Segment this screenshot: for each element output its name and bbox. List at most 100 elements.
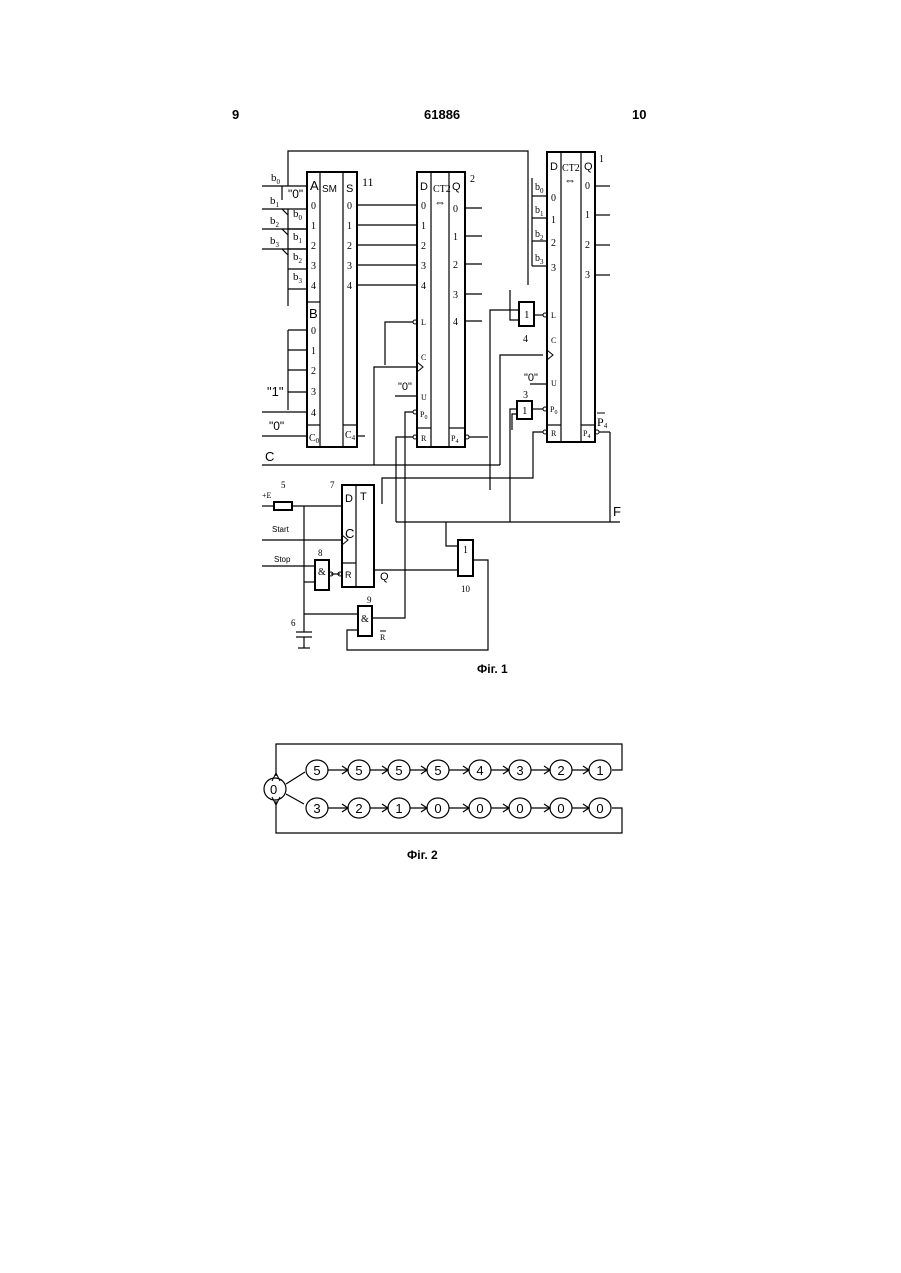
gate-9-output-label: R [380,633,386,642]
counter-1-input-b: b0 [535,182,544,195]
counter-2-r-pin: R [421,434,427,443]
adder-one-input: "1" [267,384,284,399]
counter-1-d-pin: 2 [551,238,556,249]
state-value: 3 [313,801,320,816]
figure-2-state-diagram: 0 55554321 32100000 Фіг. 2 [264,744,622,862]
counter-1-q-pin: 1 [585,210,590,221]
adder-s-label: S [346,183,353,195]
state-node: 0 [427,798,449,818]
adder-s-pin: 4 [347,281,352,292]
state-value: 0 [516,801,523,816]
or-gate-3: 1 3 [510,390,543,522]
counter-2-ct-label: CT2 [433,184,451,195]
counter-2-ref: 2 [470,174,475,185]
adder-a-pin: 1 [311,221,316,232]
state-value: 0 [596,801,603,816]
state-value: 5 [355,763,362,778]
counter-1-input-b: b3 [535,253,544,266]
counter-1-input-b: b1 [535,205,544,218]
state-node: 0 [509,798,531,818]
state-node: 2 [348,798,370,818]
adder-block-11: A SM S 11 B C0 C4 0 1 2 3 4 0 1 2 3 4 0 … [307,172,374,447]
counter-1-r-pin: R [551,429,557,438]
adder-input-b: b0 [271,172,281,186]
adder-a-pin: 2 [311,241,316,252]
adder-a-pin: 4 [311,281,316,292]
trigger-t-label: T [360,491,367,503]
counter-2-arrow: ⇔ [434,195,446,209]
counter-block-2: D CT2 ⇔ Q 2 0 1 2 3 4 0 1 2 3 4 L C U P0… [395,172,482,447]
adder-s-pin: 3 [347,261,352,272]
adder-b-label: B [309,306,318,321]
state-node: 0 [550,798,572,818]
state-value: 0 [476,801,483,816]
gate-3-symbol: 1 [522,405,528,417]
gate-9-symbol: & [361,614,369,625]
counter-2-q-pin: 1 [453,232,458,243]
or-gate-4: 1 4 [490,290,543,490]
counter-2-q-pin: 4 [453,317,458,328]
page-number-right: 10 [632,107,646,122]
state-node-origin: 0 [264,778,286,800]
counter-2-d-pin: 3 [421,261,426,272]
gate-8-symbol: & [318,567,326,578]
state-row-top: 55554321 [306,760,611,780]
counter-1-q-pin: 3 [585,270,590,281]
counter-2-l-pin: L [421,318,426,327]
adder-input-b: b2 [270,215,280,229]
state-value: 3 [516,763,523,778]
counter-2-q-pin: 2 [453,260,458,271]
signal-c: C [265,449,274,464]
counter-1-arrow: ⇔ [564,173,576,187]
counter-1-d-label: D [550,161,558,173]
adder-input-b-shifted: b1 [293,231,303,245]
counter-2-d-pin: 4 [421,281,426,292]
trigger-q-output: Q [380,571,389,583]
trigger-r-label: R [345,570,352,580]
gate-4-ref: 4 [523,334,528,345]
sum-bus [357,205,417,285]
stop-label: Stop [274,555,291,564]
counter-block-1: D CT2 ⇔ Q 1 0 1 2 3 0 1 2 3 L C U P0 R P… [524,152,610,522]
counter-2-q-pin: 3 [453,290,458,301]
supply-label: +E [262,491,272,500]
counter-1-p4-output: P4 [597,415,608,430]
counter-2-c-pin: C [421,353,426,362]
adder-a-pin: 3 [311,261,316,272]
gate-10-ref: 10 [461,584,471,594]
page-number-left: 9 [232,107,239,122]
state-node: 3 [509,760,531,780]
state-node: 1 [388,798,410,818]
state-value: 0 [434,801,441,816]
state-origin-label: 0 [270,782,277,797]
counter-2-q-pin: 0 [453,204,458,215]
counter-2-d-label: D [420,181,428,193]
adder-zero-input: "0" [288,187,303,201]
trigger-ref: 7 [330,480,335,490]
state-value: 1 [395,801,402,816]
start-label: Start [272,525,290,534]
adder-a-pin: 0 [311,201,316,212]
gate-4-symbol: 1 [524,309,530,321]
state-node: 0 [589,798,611,818]
adder-s-pin: 2 [347,241,352,252]
adder-input-b-shifted: b0 [293,208,303,222]
state-node: 5 [306,760,328,780]
adder-b-pin: 2 [311,366,316,377]
state-node: 5 [348,760,370,780]
adder-input-b-shifted: b2 [293,251,303,265]
adder-input-b: b1 [270,195,280,209]
counter-1-input-b: b2 [535,229,544,242]
adder-carry-zero: "0" [269,419,284,433]
counter-1-d-pin: 0 [551,193,556,204]
counter-2-u-input: "0" [398,381,412,393]
state-row-bottom: 3 2 1 0 0 0 0 0 [306,798,611,818]
state-node: 1 [589,760,611,780]
gate-10-symbol: 1 [463,545,468,556]
counter-2-q-label: Q [452,181,461,193]
state-value: 5 [313,763,320,778]
adder-s-pin: 0 [347,201,352,212]
trigger-d-label: D [345,493,353,505]
capacitor-ref: 6 [291,618,296,628]
